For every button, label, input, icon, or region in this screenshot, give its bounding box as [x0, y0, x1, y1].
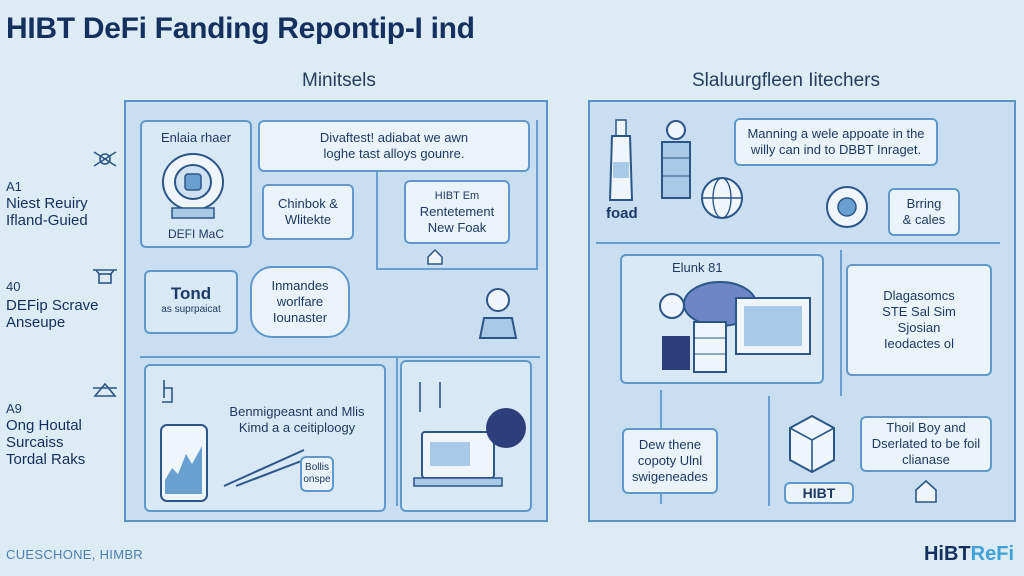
thoil-line-3: clianase [902, 452, 950, 467]
globe-icon [701, 177, 743, 219]
bottle-icon [608, 119, 634, 201]
mid-line-2: worlfare [276, 294, 324, 309]
vault-icon [162, 153, 224, 219]
mid-line-3: Iounaster [272, 310, 328, 325]
side-label-2-line-2: Anseupe [6, 314, 66, 331]
side-label-1: A1 Niest Reuiry Ifland-Guied [6, 178, 88, 229]
bring-line-1: Brring [906, 196, 942, 211]
chinbok-line-2: Wlitekte [284, 212, 332, 227]
bring-box: Brring & cales [888, 188, 960, 236]
diagnostics-line-2: STE Sal Sim [882, 304, 956, 319]
side-label-2-num: 40 [6, 279, 21, 294]
thoil-box: Thoil Boy and Dserlated to be foil clian… [860, 416, 992, 472]
data-center-icon [659, 281, 811, 373]
side-label-3-line-1: Ong Houtal [6, 417, 82, 434]
hibt-box-line-2: Rentetement [419, 204, 495, 219]
side-label-2: 40 DEFip Scrave Anseupe [6, 278, 99, 331]
dew-box: Dew thene copoty Ulnl swigeneades [622, 428, 718, 494]
server-stack-icon [661, 120, 691, 199]
footer-brand-accent: ReFi [970, 543, 1014, 565]
side-label-3-line-3: Tordal Raks [6, 451, 86, 468]
side-label-1-line-1: Niest Reuiry [6, 195, 88, 212]
rail-icon [223, 449, 305, 487]
dew-line-3: swigeneades [632, 469, 708, 484]
touch-icon [162, 380, 173, 403]
chart-tag: Bollis onspe [300, 456, 334, 492]
vault-small-icon [826, 186, 868, 228]
cube-icon [789, 414, 835, 474]
side-label-3-line-2: Surcaiss [6, 434, 64, 451]
bottom-left-line-2: Kimd a a ceitiploogy [238, 420, 356, 435]
diagnostics-line-3: Sjosian [897, 320, 941, 335]
right-intro-line-1: Manning a wele appoate in the [747, 126, 925, 141]
tond-box: Tond as suprpaicat [144, 270, 238, 334]
chart-tag-line-1: Bollis [305, 462, 329, 473]
footer-brand-main: HiBT [923, 543, 971, 565]
intro-line-1: Divaftest! adiabat we awn [319, 130, 469, 145]
elunk-label: Elunk 81 [672, 260, 723, 275]
building-icon [915, 479, 937, 503]
side-label-3: A9 Ong Houtal Surcaiss Tordal Raks [6, 400, 85, 468]
footer-brand: HiBTReFi [924, 543, 1014, 566]
chinbok-line-1: Chinbok & [278, 196, 338, 211]
footer-left: CUESCHONE, HIMBR [6, 547, 143, 562]
hibt-box-line-3: New Foak [427, 220, 487, 235]
thoil-line-2: Dserlated to be foil [871, 436, 981, 451]
hibt-box-line-1: HIBT Em [434, 190, 480, 202]
chart-tag-line-2: onspe [303, 474, 331, 485]
foad-label: foad [606, 205, 638, 222]
bottom-left-text: Benmigpeasnt and Mlis Kimd a a ceitiploo… [214, 404, 380, 436]
mid-line-1: Inmandes [271, 278, 329, 293]
mid-box: Inmandes worlfare Iounaster [250, 266, 350, 338]
tond-box-title: Tond [170, 284, 212, 303]
side-label-1-line-2: Ifland-Guied [6, 212, 88, 229]
side-label-1-num: A1 [6, 179, 22, 194]
right-intro-line-2: willy can ind to DBBT Inraget. [750, 142, 922, 157]
bring-line-2: & cales [902, 212, 946, 227]
vault-caption: DEFI MaC [167, 227, 224, 241]
laptop-icon [413, 382, 526, 487]
drone-icon [93, 269, 117, 284]
person-icon [478, 288, 518, 339]
diagnostics-line-4: Ieodactes ol [883, 336, 955, 351]
right-column-title: Slaluurgfleen Iitechers [692, 70, 880, 91]
chinbok-box: Chinbok & Wlitekte [262, 184, 354, 240]
intro-line-2: loghe tast alloys gounre. [323, 146, 465, 161]
page-title: HIBT DeFi Fanding Repontip-I ind [6, 12, 475, 45]
home-icon [427, 248, 443, 265]
intro-box: Divaftest! adiabat we awn loghe tast all… [258, 120, 530, 172]
dew-line-2: copoty Ulnl [637, 453, 703, 468]
drone-icon [93, 382, 117, 397]
thoil-line-1: Thoil Boy and [886, 420, 966, 435]
dew-line-1: Dew thene [638, 437, 702, 452]
vault-box-label: Enlaia rhaer [160, 130, 232, 145]
side-label-2-line-1: DEFip Scrave [6, 297, 99, 314]
phone-chart-icon [160, 424, 208, 502]
tond-box-sub: as suprpaicat [161, 304, 221, 315]
bottom-left-line-1: Benmigpeasnt and Mlis [229, 404, 365, 419]
side-label-3-num: A9 [6, 401, 22, 416]
drone-icon [93, 151, 117, 167]
right-intro-box: Manning a wele appoate in the willy can … [734, 118, 938, 166]
hibt-tag: HIBT [784, 482, 854, 504]
hibt-box: HIBT Em Rentetement New Foak [404, 180, 510, 244]
diagnostics-line-1: Dlagasomcs [883, 288, 955, 303]
left-column-title: Minitsels [302, 70, 376, 91]
diagnostics-box: Dlagasomcs STE Sal Sim Sjosian Ieodactes… [846, 264, 992, 376]
